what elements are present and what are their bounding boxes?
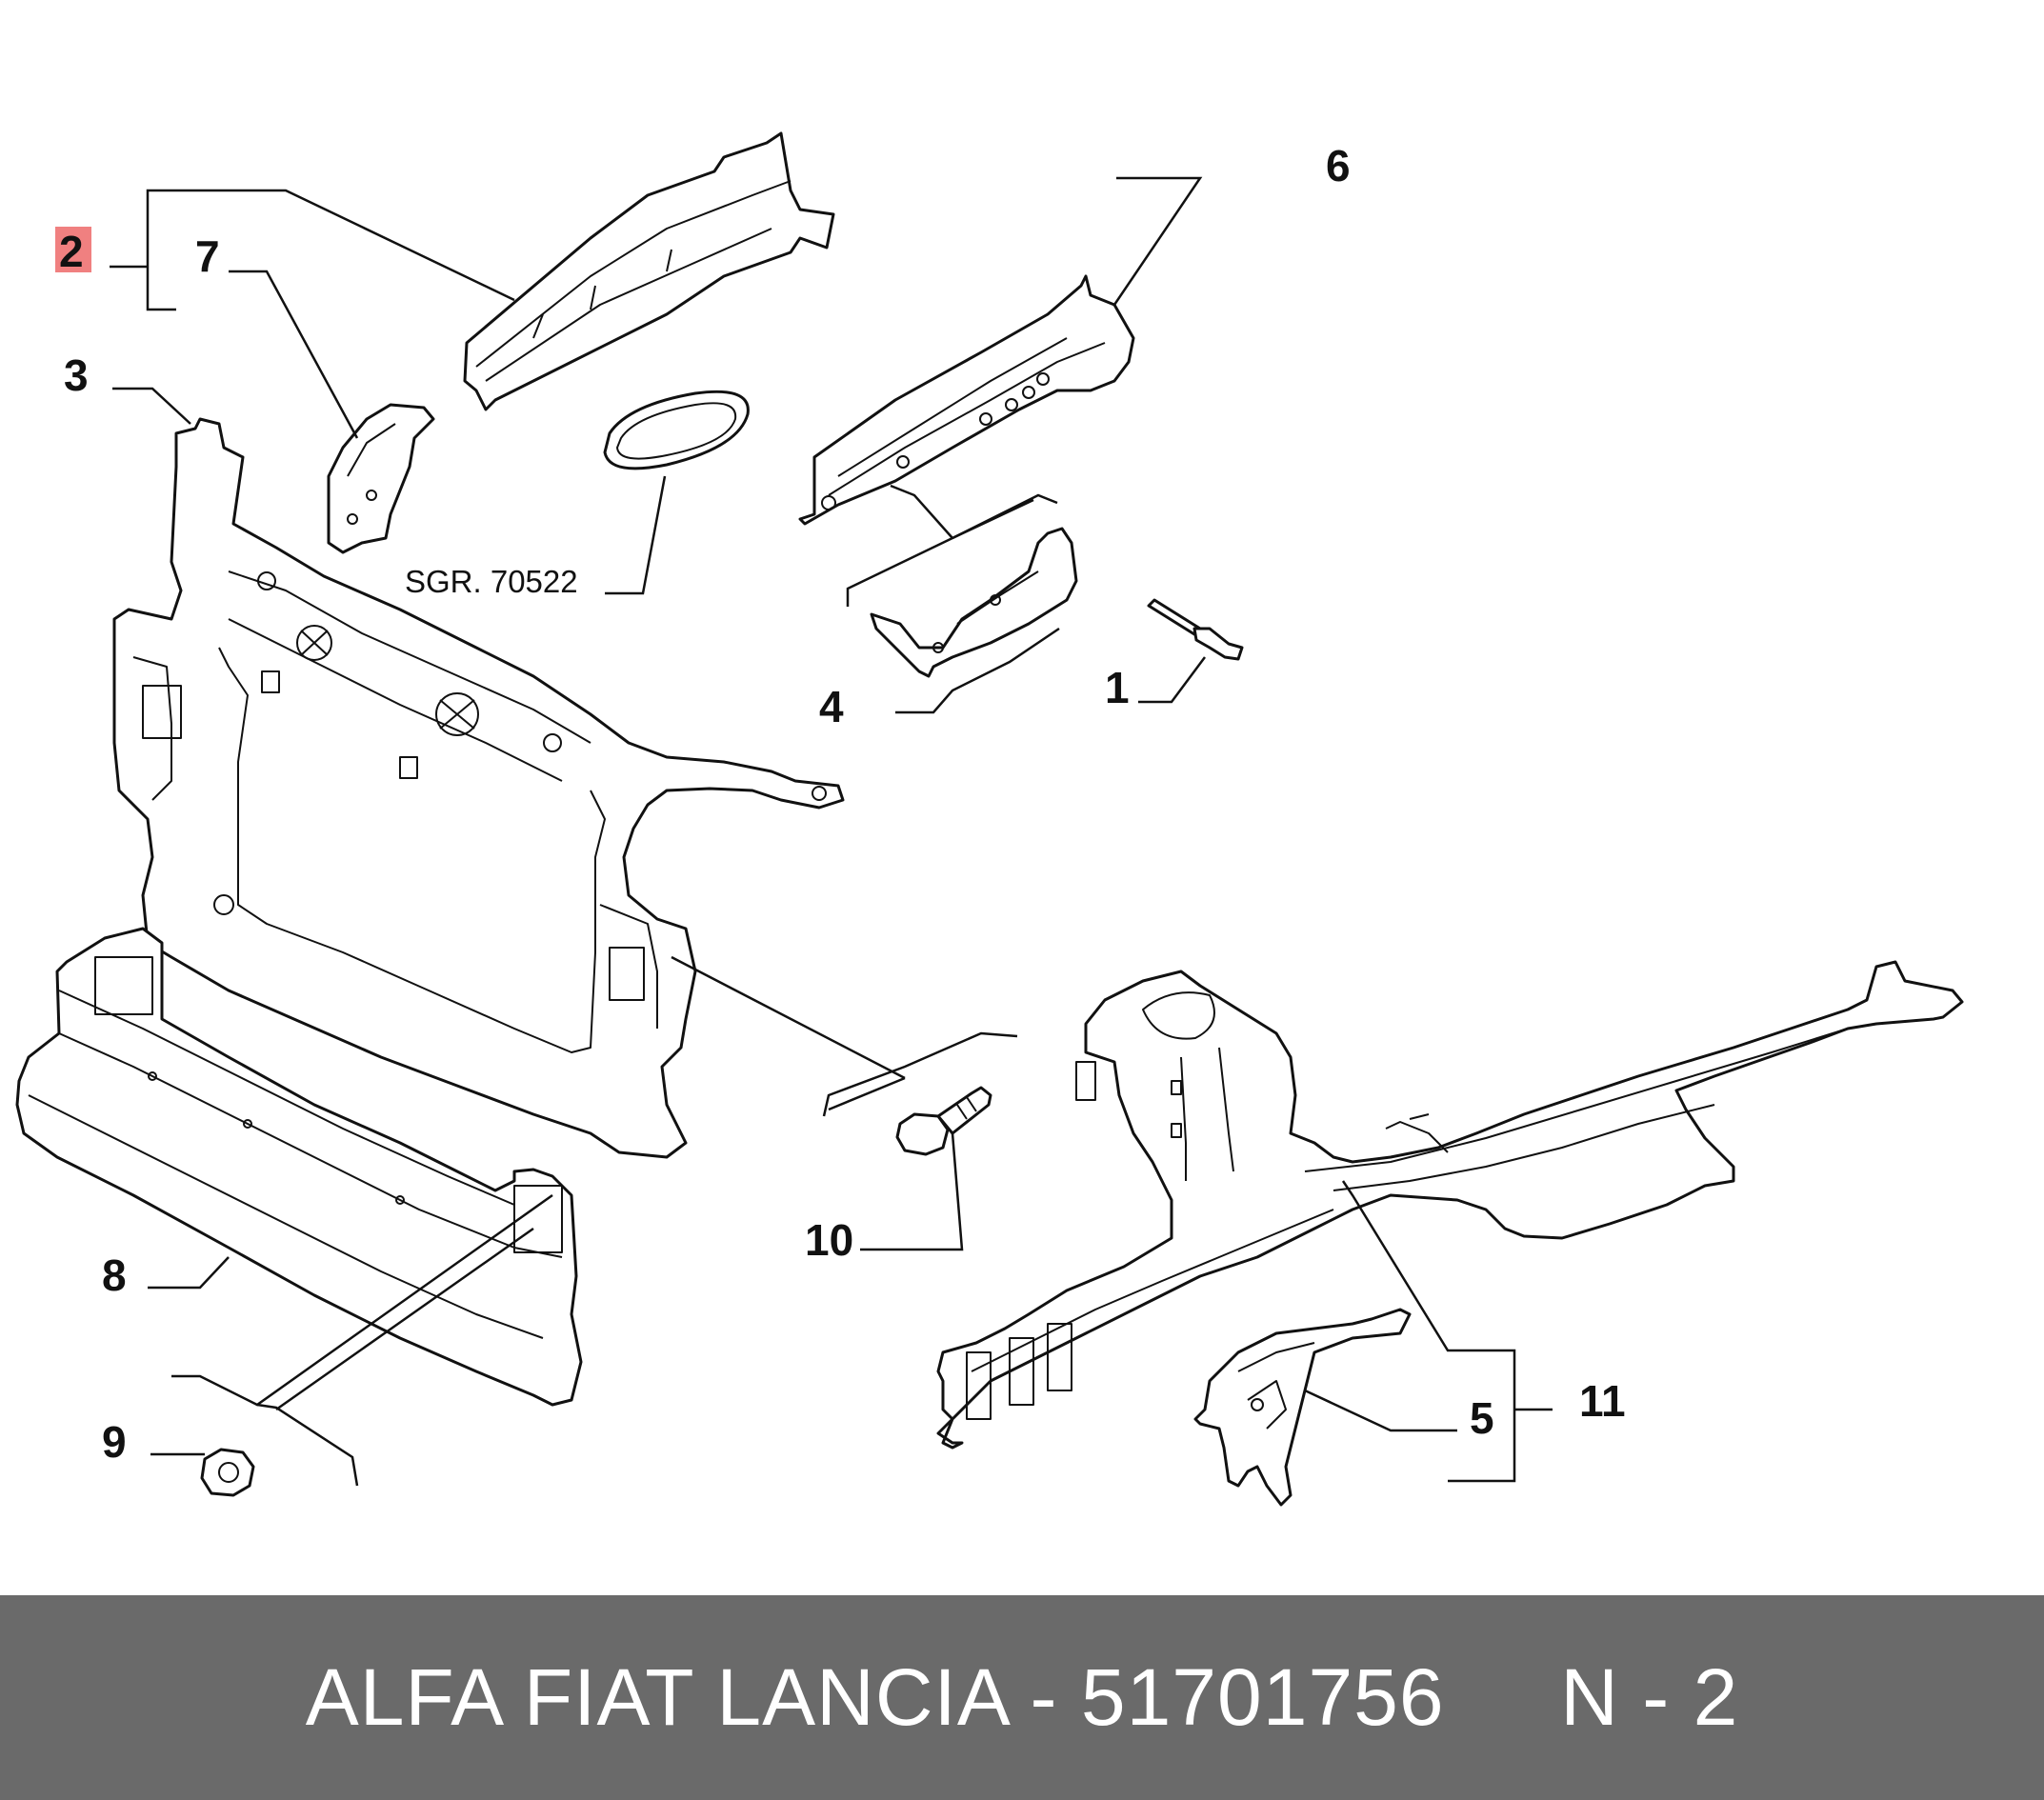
footer-part-number: ALFA FIAT LANCIA - 51701756 N - 2 bbox=[305, 1652, 1739, 1742]
part-8-bumper-beam[interactable] bbox=[15, 927, 583, 1407]
callout-5[interactable]: 5 bbox=[1470, 1393, 1494, 1443]
leader-lines bbox=[110, 176, 1553, 1487]
callout-1[interactable]: 1 bbox=[1105, 663, 1130, 712]
callout-11[interactable]: 11 bbox=[1579, 1376, 1626, 1426]
callout-7[interactable]: 7 bbox=[195, 231, 220, 281]
part-5-bracket[interactable] bbox=[1193, 1308, 1412, 1507]
footer-bar: ALFA FIAT LANCIA - 51701756 N - 2 bbox=[0, 1595, 2044, 1800]
part-1-pin[interactable] bbox=[1147, 598, 1244, 661]
part-3-front-frame[interactable] bbox=[112, 417, 845, 1159]
reference-label-sgr[interactable]: SGR. 70522 bbox=[405, 564, 578, 599]
part-2-upper-rail[interactable] bbox=[463, 131, 835, 411]
part-10-bolt[interactable] bbox=[895, 1086, 992, 1156]
part-11-side-rail[interactable] bbox=[936, 960, 1964, 1450]
part-6-right-rail[interactable] bbox=[798, 274, 1135, 526]
callout-8[interactable]: 8 bbox=[102, 1250, 127, 1300]
part-4-bracket[interactable] bbox=[870, 527, 1078, 678]
exploded-parts-diagram: 2 7 3 6 4 1 10 8 9 5 11 SGR. 70522 bbox=[15, 131, 1964, 1507]
callout-10[interactable]: 10 bbox=[805, 1215, 853, 1265]
part-7-bracket[interactable] bbox=[327, 403, 435, 554]
callout-6[interactable]: 6 bbox=[1326, 141, 1351, 190]
callout-2-highlight bbox=[55, 227, 91, 272]
callout-3[interactable]: 3 bbox=[64, 350, 89, 400]
callout-2[interactable]: 2 bbox=[59, 227, 84, 276]
callout-9[interactable]: 9 bbox=[102, 1417, 127, 1467]
callout-4[interactable]: 4 bbox=[819, 682, 844, 731]
part-9-nut[interactable] bbox=[200, 1448, 255, 1497]
gasket-ring[interactable] bbox=[603, 390, 750, 470]
